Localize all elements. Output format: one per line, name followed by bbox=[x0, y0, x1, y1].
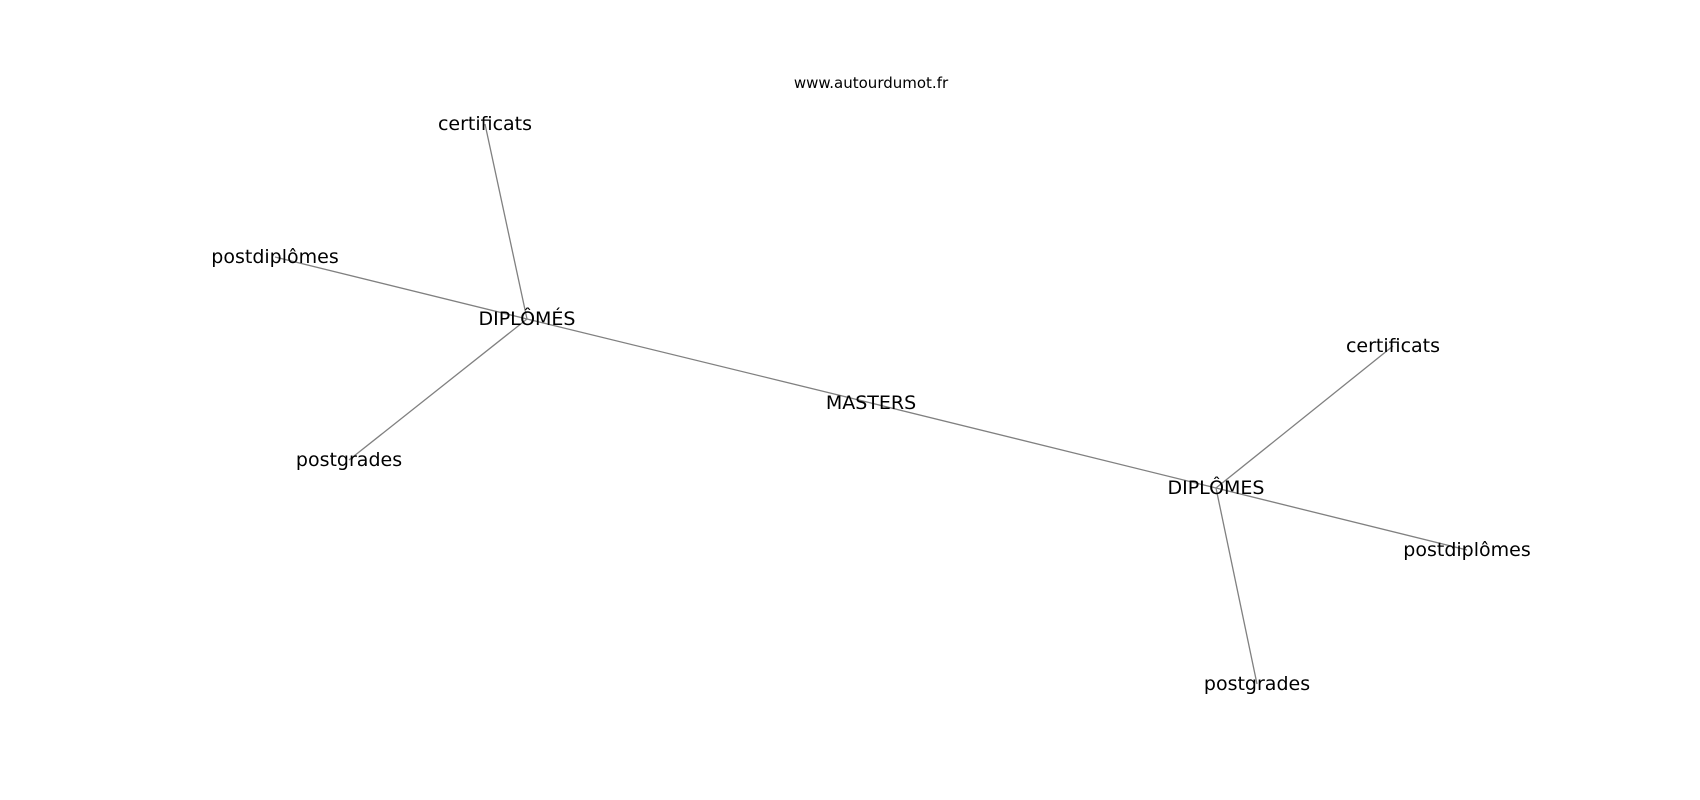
edge-diplomes-right-postdiplomes-right bbox=[1215, 487, 1468, 551]
edge-masters-diplomes-left bbox=[526, 318, 872, 404]
edge-diplomes-right-certificats-right bbox=[1215, 345, 1394, 489]
edge-diplomes-left-postgrades-left bbox=[348, 318, 528, 461]
graph-edges bbox=[274, 123, 1468, 685]
graph-labels: MASTERS DIPLÔMÉS DIPLÔMES certificats po… bbox=[211, 113, 1530, 695]
node-diplomes-right: DIPLÔMES bbox=[1167, 475, 1264, 499]
node-postgrades-right: postgrades bbox=[1204, 673, 1310, 695]
node-masters: MASTERS bbox=[826, 392, 916, 414]
node-diplomes-left: DIPLÔMÉS bbox=[478, 306, 575, 330]
watermark: www.autourdumot.fr bbox=[794, 74, 949, 92]
node-postdiplomes-left: postdiplômes bbox=[211, 246, 338, 268]
node-certificats-right: certificats bbox=[1346, 335, 1440, 357]
edge-masters-diplomes-right bbox=[870, 402, 1217, 489]
edge-diplomes-right-postgrades-right bbox=[1215, 487, 1258, 685]
edge-diplomes-left-postdiplomes-left bbox=[274, 256, 528, 320]
node-postdiplomes-right: postdiplômes bbox=[1403, 539, 1530, 561]
edge-diplomes-left-certificats-left bbox=[484, 123, 528, 320]
node-postgrades-left: postgrades bbox=[296, 449, 402, 471]
node-certificats-left: certificats bbox=[438, 113, 532, 135]
